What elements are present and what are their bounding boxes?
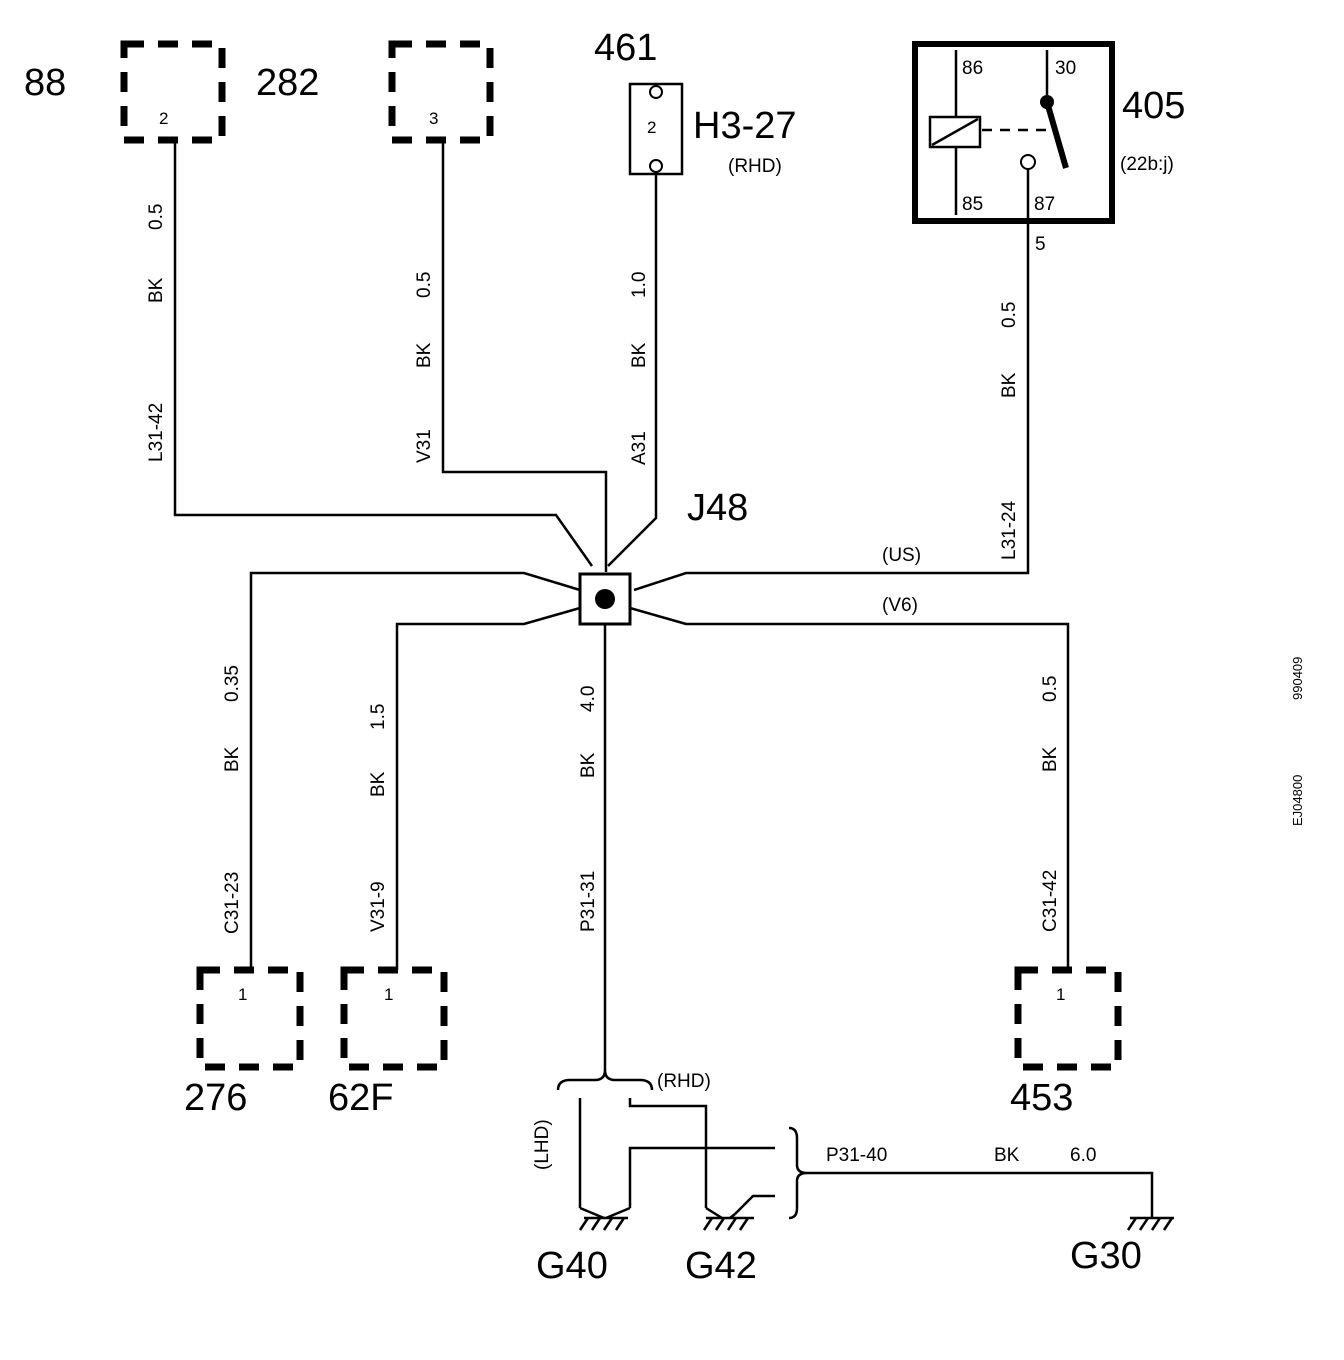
wire-c31-23-labels: 0.35 BK C31-23: [222, 665, 243, 934]
svg-text:BK: BK: [368, 771, 389, 797]
component-282-box: [120, 40, 226, 144]
svg-text:L31-42: L31-42: [146, 403, 167, 462]
relay-pin-30: 30: [1055, 58, 1076, 79]
relay-pin-86: 86: [962, 58, 983, 79]
svg-text:P31-40: P31-40: [826, 1145, 887, 1166]
relay-pin-87: 87: [1034, 194, 1055, 215]
rhd-note-bottom: (RHD): [657, 1071, 711, 1092]
svg-text:BK: BK: [578, 752, 599, 778]
svg-text:L31-24: L31-24: [999, 500, 1020, 560]
wire-a31-labels: 1.0 BK A31: [629, 272, 650, 465]
component-461-label: 461: [594, 27, 657, 69]
wire-variant-v6: (V6): [882, 595, 918, 616]
svg-text:0.35: 0.35: [222, 665, 243, 702]
svg-text:0.5: 0.5: [999, 302, 1020, 328]
rhd-note-top: (RHD): [728, 156, 782, 177]
pin-3: 3: [429, 109, 438, 128]
svg-text:BK: BK: [999, 372, 1020, 398]
component-3-box: [388, 40, 494, 144]
pin-453-1: 1: [1056, 985, 1065, 1004]
svg-text:6.0: 6.0: [1070, 1145, 1096, 1166]
rhd-brace: [556, 1069, 654, 1091]
relay-405-label: 405: [1122, 85, 1185, 127]
svg-text:BK: BK: [994, 1145, 1020, 1166]
svg-text:C31-23: C31-23: [222, 872, 243, 934]
svg-text:BK: BK: [414, 342, 435, 368]
component-282-label: 282: [256, 62, 319, 104]
svg-text:BK: BK: [629, 342, 650, 368]
svg-text:1.5: 1.5: [368, 704, 389, 730]
svg-text:(US): (US): [882, 545, 921, 566]
splice-j48-node: [595, 589, 615, 609]
side-code-990409: 990409: [1290, 657, 1305, 700]
relay-405-ref: (22b:j): [1120, 154, 1174, 175]
svg-text:4.0: 4.0: [578, 686, 599, 712]
lhd-note: (LHD): [532, 1119, 553, 1170]
svg-text:V31: V31: [414, 429, 435, 463]
wire-c31-42-labels: 0.5 BK C31-42: [1040, 676, 1061, 932]
component-453-box: [1014, 966, 1122, 1071]
svg-text:0.5: 0.5: [414, 272, 435, 298]
ground-g30-label: G30: [1070, 1235, 1142, 1277]
component-276-box: [196, 966, 304, 1071]
splice-j48-label: J48: [687, 487, 748, 529]
wire-p31-31-labels: 4.0 BK P31-31: [578, 686, 599, 932]
ground-g40-label: G40: [536, 1245, 608, 1287]
ground-g42-label: G42: [685, 1245, 757, 1287]
wire-l31-24-labels: 0.5 BK L31-24 (US): [882, 302, 1020, 566]
svg-text:0.5: 0.5: [1040, 676, 1061, 702]
wire-v31-labels: 0.5 BK V31: [414, 272, 435, 463]
wire-l31-42-labels: 0.5 BK L31-42: [146, 204, 167, 462]
ground-brace: [788, 1126, 808, 1220]
relay-pin-5: 5: [1035, 234, 1046, 255]
svg-text:BK: BK: [1040, 746, 1061, 772]
component-276-label: 276: [184, 1077, 247, 1119]
svg-text:BK: BK: [146, 277, 167, 303]
svg-text:BK: BK: [222, 746, 243, 772]
svg-text:C31-42: C31-42: [1040, 870, 1061, 932]
svg-text:1.0: 1.0: [629, 272, 650, 298]
wire-v31-9-labels: 1.5 BK V31-9: [368, 704, 389, 932]
component-62f-box: [340, 966, 448, 1071]
pin-62f-1: 1: [384, 985, 393, 1004]
pin-282-2: 2: [159, 109, 168, 128]
ground-g42-icon: [702, 1206, 754, 1231]
pin-276-1: 1: [238, 985, 247, 1004]
svg-text:0.5: 0.5: [146, 204, 167, 230]
ground-g30-icon: [1126, 1216, 1174, 1231]
pin-461-2: 2: [647, 118, 656, 137]
ground-g40-icon: [578, 1206, 631, 1231]
svg-text:A31: A31: [629, 431, 650, 465]
component-88-label: 88: [24, 62, 66, 104]
component-453-label: 453: [1010, 1077, 1073, 1119]
relay-pin-85: 85: [962, 194, 983, 215]
side-code-ej04800: EJ04800: [1290, 775, 1305, 826]
svg-text:V31-9: V31-9: [368, 881, 389, 932]
svg-text:P31-31: P31-31: [578, 871, 599, 932]
fuse-h3-27-label: H3-27: [693, 105, 797, 147]
component-62f-label: 62F: [328, 1077, 393, 1119]
wire-p31-40-labels: P31-40 BK 6.0: [826, 1145, 1096, 1166]
